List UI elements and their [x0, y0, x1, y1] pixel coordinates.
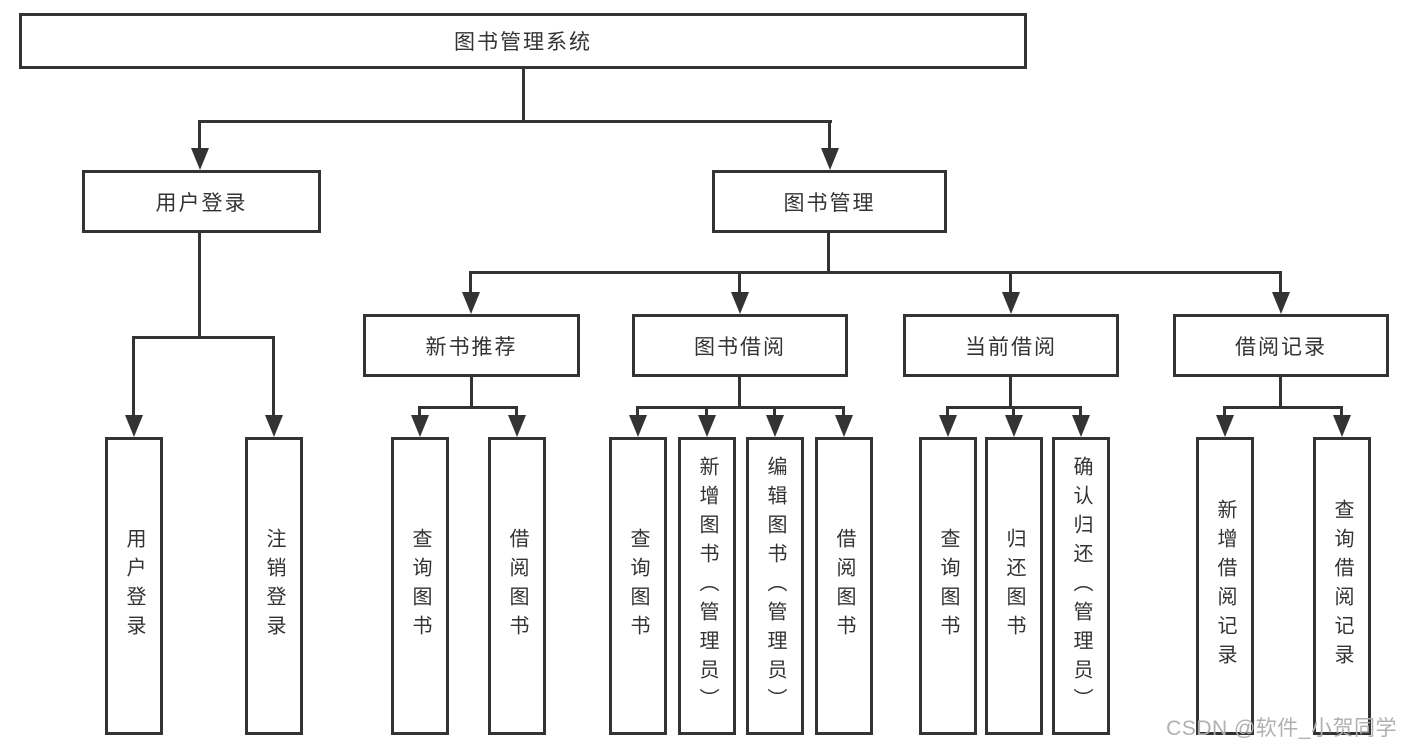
arrow-down-icon [1272, 292, 1290, 314]
connector-line [773, 406, 776, 416]
leaf-recommend-query-books: 查询图书 [391, 437, 449, 735]
connector-line [1012, 406, 1015, 416]
leaf-recommend-borrow-books: 借阅图书 [488, 437, 546, 735]
arrow-down-icon [191, 148, 209, 170]
node-user-login: 用户登录 [82, 170, 321, 233]
leaf-borrowing-borrow-books: 借阅图书 [815, 437, 873, 735]
arrow-down-icon [1216, 415, 1234, 437]
connector-line [738, 377, 741, 406]
leaf-user-login: 用户登录 [105, 437, 163, 735]
connector-line [272, 336, 275, 416]
connector-line [522, 69, 525, 120]
connector-line [1079, 406, 1082, 416]
connector-line [1009, 271, 1012, 293]
arrow-down-icon [1002, 292, 1020, 314]
connector-line [132, 336, 135, 416]
arrow-down-icon [1072, 415, 1090, 437]
leaf-records-query-record: 查询借阅记录 [1313, 437, 1371, 735]
arrow-down-icon [1333, 415, 1351, 437]
connector-line [827, 233, 830, 271]
connector-line [470, 377, 473, 406]
arrow-down-icon [939, 415, 957, 437]
arrow-down-icon [731, 292, 749, 314]
node-book-management: 图书管理 [712, 170, 947, 233]
arrow-down-icon [125, 415, 143, 437]
leaf-borrowing-query-books: 查询图书 [609, 437, 667, 735]
connector-line [1279, 377, 1282, 406]
connector-line [636, 406, 845, 409]
connector-line [198, 233, 201, 336]
arrow-down-icon [835, 415, 853, 437]
connector-line [1223, 406, 1343, 409]
connector-line [469, 271, 1282, 274]
arrow-down-icon [1005, 415, 1023, 437]
connector-line [418, 406, 421, 416]
connector-line [1279, 271, 1282, 293]
node-borrowing-records: 借阅记录 [1173, 314, 1389, 377]
arrow-down-icon [821, 148, 839, 170]
arrow-down-icon [766, 415, 784, 437]
connector-line [636, 406, 639, 416]
connector-line [1223, 406, 1226, 416]
connector-line [1340, 406, 1343, 416]
leaf-current-query-books: 查询图书 [919, 437, 977, 735]
leaf-logout: 注销登录 [245, 437, 303, 735]
leaf-current-confirm-return-admin: 确认归还（管理员） [1052, 437, 1110, 735]
arrow-down-icon [265, 415, 283, 437]
arrow-down-icon [508, 415, 526, 437]
node-root: 图书管理系统 [19, 13, 1027, 69]
leaf-borrowing-edit-book-admin: 编辑图书（管理员） [746, 437, 804, 735]
connector-line [418, 406, 518, 409]
node-current-borrowing: 当前借阅 [903, 314, 1119, 377]
connector-line [469, 271, 472, 293]
connector-line [1009, 377, 1012, 406]
connector-line [705, 406, 708, 416]
connector-line [842, 406, 845, 416]
leaf-borrowing-add-book-admin: 新增图书（管理员） [678, 437, 736, 735]
arrow-down-icon [629, 415, 647, 437]
leaf-records-add-record: 新增借阅记录 [1196, 437, 1254, 735]
arrow-down-icon [698, 415, 716, 437]
node-book-borrowing: 图书借阅 [632, 314, 848, 377]
connector-line [946, 406, 949, 416]
arrow-down-icon [411, 415, 429, 437]
connector-line [515, 406, 518, 416]
connector-line [828, 120, 831, 148]
node-new-book-recommend: 新书推荐 [363, 314, 580, 377]
watermark: CSDN @软件_小贺同学 [1166, 717, 1397, 740]
connector-line [132, 336, 275, 339]
connector-line [198, 120, 201, 148]
leaf-current-return-books: 归还图书 [985, 437, 1043, 735]
arrow-down-icon [462, 292, 480, 314]
connector-line [198, 120, 832, 123]
connector-line [738, 271, 741, 293]
